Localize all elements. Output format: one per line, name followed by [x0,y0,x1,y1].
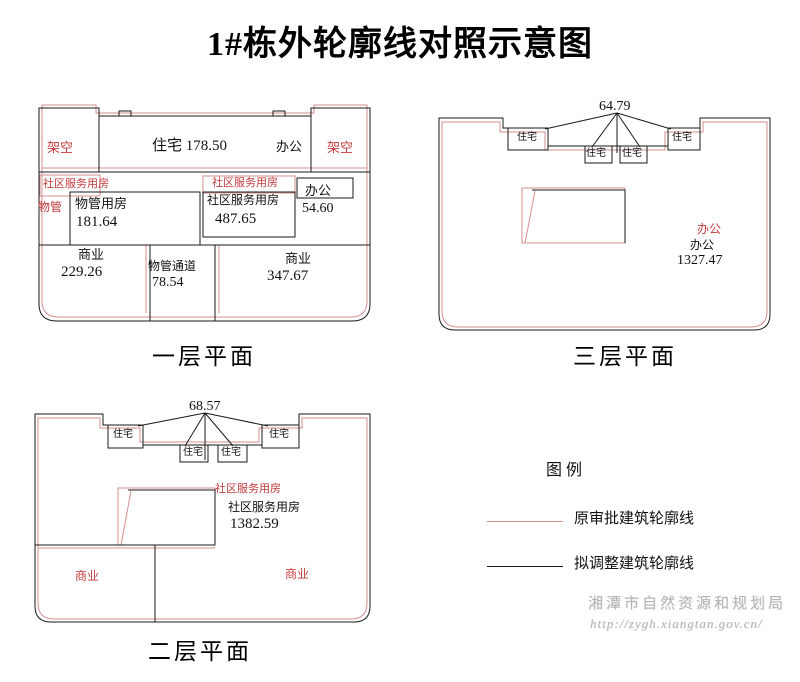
floor1-original-outline-layer [39,104,368,318]
floor1-community-room-box [202,191,296,238]
legend-label-proposed: 拟调整建筑轮廓线 [574,556,695,572]
watermark-url: http://zygh.xiangtan.gov.cn/ [590,616,763,631]
floor2-label-community-red: 社区服务用房 [215,483,281,495]
floor3-dimension-value: 64.79 [599,99,631,114]
floor1-value-retail-right: 347.67 [267,268,309,284]
floor1-label-community-room: 社区服务用房 [207,193,280,207]
floor1-proposed-outer-outline [38,107,371,322]
floor1-value-office-area: 54.60 [302,201,334,216]
floor3-label-residence-4: 住宅 [672,132,692,143]
floor2-label-residence-1: 住宅 [113,429,133,440]
floor2-residence-box-1 [107,424,144,449]
floor1-label-corridor: 物管通道 [148,259,197,273]
floor2-original-core-box [117,487,216,546]
floor2-label-community-room: 社区服务用房 [228,500,301,514]
floor1-caption: 一层平面 [152,344,256,369]
floor3-residence-box-2 [584,145,613,164]
floor2-proposed-outline-layer [34,412,371,623]
floor1-roof-bump-1 [118,110,132,116]
floor1-value-corridor-area: 78.54 [152,275,184,290]
floor3-original-ramp-line [524,190,536,244]
floor2-label-retail-right: 商业 [285,567,310,581]
floor1-label-office: 办公 [305,183,332,198]
floor3-label-office: 办公 [690,238,715,252]
floor2-label-residence-2: 住宅 [183,447,203,458]
floor3-residence-box-3 [619,145,648,164]
floor1-community-mid-strip-box [202,175,296,194]
floor2-dimension-leader-lines [137,412,269,460]
floor2-dimension-value: 68.57 [189,399,221,414]
floor1-original-outer-outline [41,104,368,318]
floor3-label-residence-1: 住宅 [517,132,537,143]
floor3-residence-box-1 [507,127,549,151]
floor1-plan-drawing [38,104,371,322]
floor2-caption: 二层平面 [148,639,252,664]
floor1-label-community-strip: 社区服务用房 [43,178,109,190]
floor3-label-office-red: 办公 [697,222,722,236]
floor1-label-retail-right: 商业 [285,251,312,266]
floor3-plan-drawing [438,112,771,331]
floor1-roof-bump-2 [272,110,286,116]
floor1-label-office-band: 办公 [276,139,303,154]
floor2-value-community-area: 1382.59 [230,516,279,532]
floor3-label-residence-3: 住宅 [622,148,642,159]
floor1-proposed-outline-layer [38,107,371,322]
page-title: 1#栋外轮廓线对照示意图 [207,26,593,63]
floor1-label-retail-left: 商业 [78,247,105,262]
floor1-value-property-area: 181.64 [76,214,118,230]
floor2-label-residence-3: 住宅 [221,447,241,458]
floor2-label-residence-4: 住宅 [269,429,289,440]
watermark-agency: 湘潭市自然资源和规划局 [588,596,787,612]
legend-line-original [487,521,563,522]
floor1-label-community-red: 社区服务用房 [212,177,278,189]
floor3-value-office-area: 1327.47 [677,253,723,268]
floor1-office-box [296,177,354,199]
floor3-label-residence-2: 住宅 [586,148,606,159]
floor2-label-retail-left: 商业 [75,569,100,583]
floor1-label-stilt-left: 架空 [47,140,74,155]
floor1-value-retail-left: 229.26 [61,264,103,280]
legend-line-proposed [487,566,563,567]
floor3-dimension-leader-lines [544,112,672,153]
floor1-label-residence-band: 住宅 178.50 [152,138,228,154]
floor3-residence-box-4 [667,127,701,151]
floor1-label-property: 物管 [38,200,63,214]
floor1-value-community-area: 487.65 [215,211,257,227]
floor2-residence-box-4 [261,424,300,449]
legend-label-original: 原审批建筑轮廓线 [574,511,695,527]
floor2-original-ramp-line [120,490,132,546]
floor3-original-outer-outline [441,121,768,328]
floor3-original-core-box [521,187,626,244]
floor2-core-box-proposed-lines [128,489,216,545]
floor2-original-outer-outline [37,417,368,620]
floor2-plan-drawing [34,412,371,623]
legend-title: 图例 [546,462,587,479]
floor1-label-property-room: 物管用房 [75,196,128,211]
floor3-core-box-proposed-lines [532,189,626,243]
floor2-residence-box-2 [179,444,209,463]
floor3-caption: 三层平面 [573,344,677,369]
floor3-proposed-outline-layer [438,112,771,331]
floor1-label-stilt-right: 架空 [327,140,354,155]
